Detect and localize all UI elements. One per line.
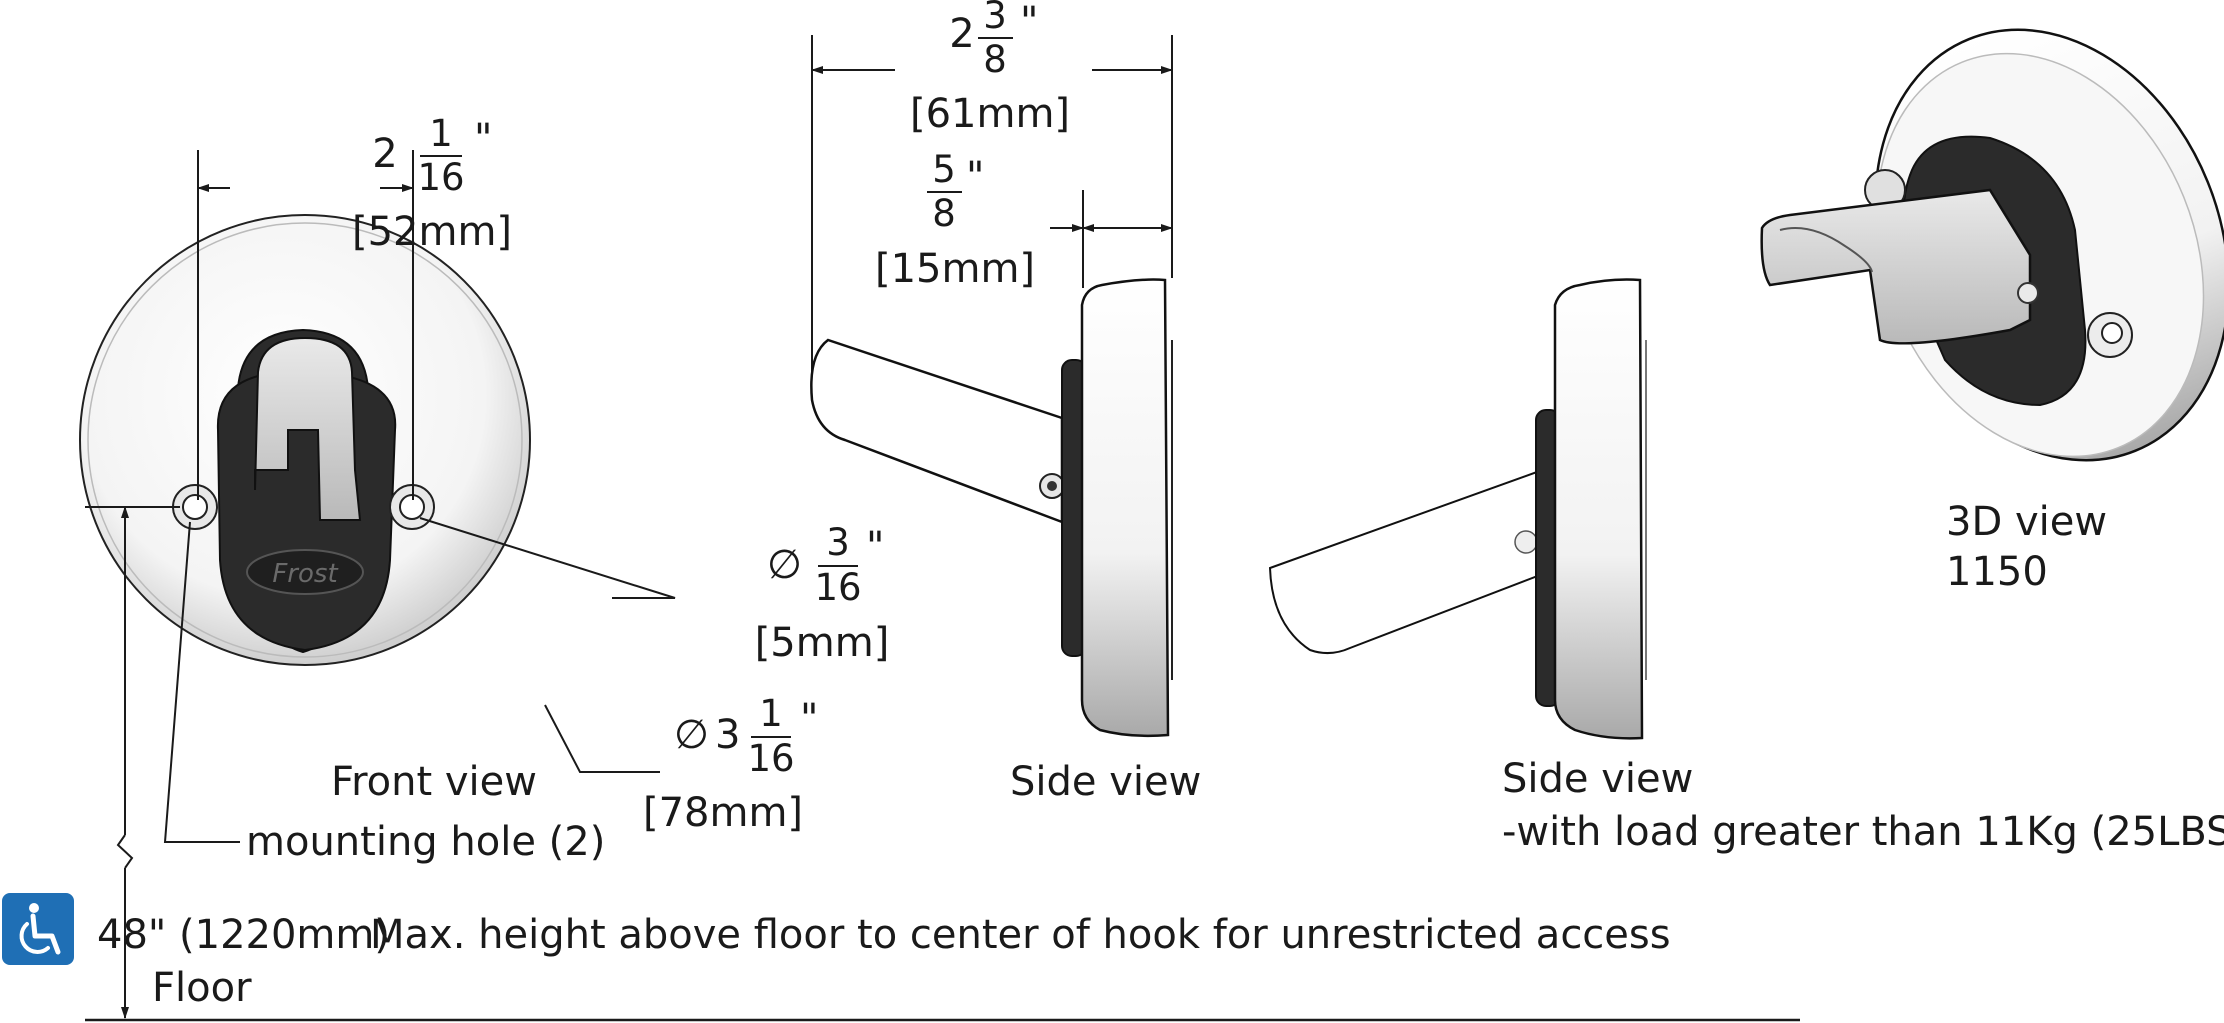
3d-view: 3D view 1150 (1760, 28, 2224, 595)
svg-text:2: 2 (372, 131, 397, 177)
front-plate-inner-rim (87, 222, 523, 658)
svg-text:3: 3 (826, 521, 850, 564)
svg-text:[78mm]: [78mm] (643, 790, 803, 836)
svg-text:1: 1 (759, 692, 783, 735)
mounting-hole-label: mounting hole (2) (246, 819, 605, 865)
loaded-side-view-note: -with load greater than 11Kg (25LBS) (1502, 809, 2224, 855)
side-view-loaded: Side view -with load greater than 11Kg (… (1268, 278, 2224, 855)
svg-text:∅: ∅ (767, 542, 802, 588)
frost-logo (246, 549, 364, 595)
plate-diameter-dimension: ∅ 3 1 16 " [78mm] (643, 692, 818, 836)
loaded-hook-arm (1268, 466, 1549, 654)
front-view: Frost 2 1 16 " [52mm] ∅ 3 16 (79, 112, 890, 865)
svg-text:∅: ∅ (674, 712, 709, 758)
svg-text:": " (474, 116, 492, 162)
svg-text:": " (866, 524, 884, 570)
side-hook-arm (810, 338, 1064, 524)
front-view-caption: Front view (331, 759, 537, 805)
svg-text:3: 3 (715, 712, 740, 758)
svg-text:8: 8 (983, 38, 1007, 81)
overall-depth-dimension: 2 3 8 " [61mm] (910, 0, 1070, 137)
loaded-side-view-caption: Side view (1502, 756, 1693, 802)
loaded-plate (1553, 278, 1644, 740)
svg-text:[52mm]: [52mm] (352, 209, 512, 255)
svg-text:16: 16 (814, 566, 861, 609)
svg-text:2: 2 (949, 11, 974, 57)
hole-diameter-dimension: ∅ 3 16 " [5mm] (755, 521, 890, 666)
floor-label: Floor (152, 965, 252, 1011)
mounting-hole-right (389, 484, 435, 530)
svg-text:[15mm]: [15mm] (875, 246, 1035, 292)
side-view: 2 3 8 " [61mm] 5 8 " [15mm] Side view (810, 0, 1201, 805)
loaded-hook-pin (1514, 530, 1538, 554)
mounting-hole-left (172, 484, 218, 530)
svg-text:5: 5 (932, 148, 956, 191)
side-plate (1080, 278, 1170, 738)
wheelchair-icon (2, 893, 74, 965)
svg-text:[61mm]: [61mm] (910, 91, 1070, 137)
front-hook (254, 336, 362, 521)
svg-text:[5mm]: [5mm] (755, 620, 890, 666)
svg-text:3: 3 (983, 0, 1007, 37)
svg-text:": " (800, 696, 818, 742)
svg-text:16: 16 (417, 156, 464, 199)
svg-text:": " (1020, 0, 1038, 45)
frost-logo-text: Frost (272, 559, 338, 589)
hole-spacing-dimension: 2 1 16 " [52mm] (352, 112, 512, 255)
svg-text:": " (966, 154, 984, 200)
height-note: Max. height above floor to center of hoo… (370, 912, 1671, 958)
3d-view-caption: 3D view (1946, 499, 2107, 545)
svg-text:1: 1 (429, 112, 453, 155)
height-value: 48" (1220mm) (97, 912, 390, 958)
side-view-caption: Side view (1010, 759, 1201, 805)
3d-hook-pin (2017, 282, 2039, 304)
3d-hook (1760, 188, 2032, 345)
svg-text:16: 16 (747, 737, 794, 780)
svg-text:8: 8 (932, 192, 956, 235)
height-dimension (85, 506, 1800, 1022)
model-number: 1150 (1946, 549, 2048, 595)
plate-depth-dimension: 5 8 " [15mm] (875, 148, 1035, 292)
